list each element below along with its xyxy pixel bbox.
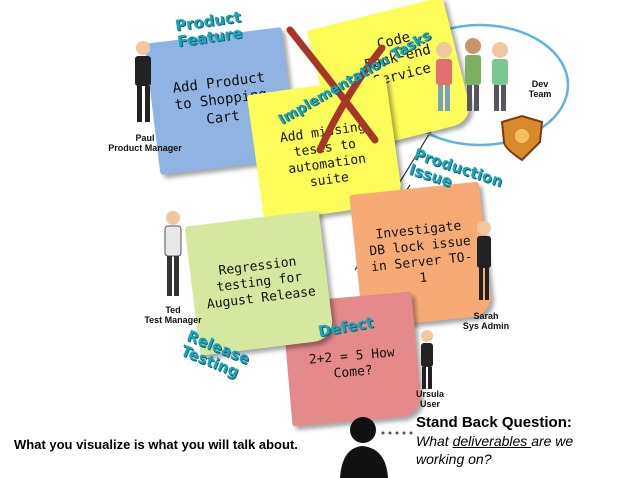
sarah-label: Sarah Sys Admin	[462, 311, 510, 331]
sarah-figure	[477, 221, 491, 300]
question-title: Stand Back Question:	[416, 414, 572, 431]
question-line2: working on?	[416, 451, 492, 467]
visualize-caption: What you visualize is what you will talk…	[14, 437, 298, 452]
dev-team-label: Dev Team	[528, 79, 552, 99]
dev-team-figures	[436, 38, 508, 111]
question-line1: What deliverables are we	[416, 433, 574, 449]
ursula-figure	[421, 330, 433, 389]
thinker-figure	[340, 417, 413, 478]
ted-label: Ted Test Manager	[144, 305, 202, 325]
stand-back-question: Stand Back Question: What deliverables a…	[416, 414, 631, 467]
paul-label: Paul Product Manager	[108, 133, 182, 153]
question-emphasis: deliverables	[452, 433, 532, 449]
ursula-label: Ursula User	[415, 389, 444, 409]
ted-figure	[164, 211, 182, 296]
shield-icon	[500, 114, 544, 162]
paul-figure	[135, 41, 151, 122]
